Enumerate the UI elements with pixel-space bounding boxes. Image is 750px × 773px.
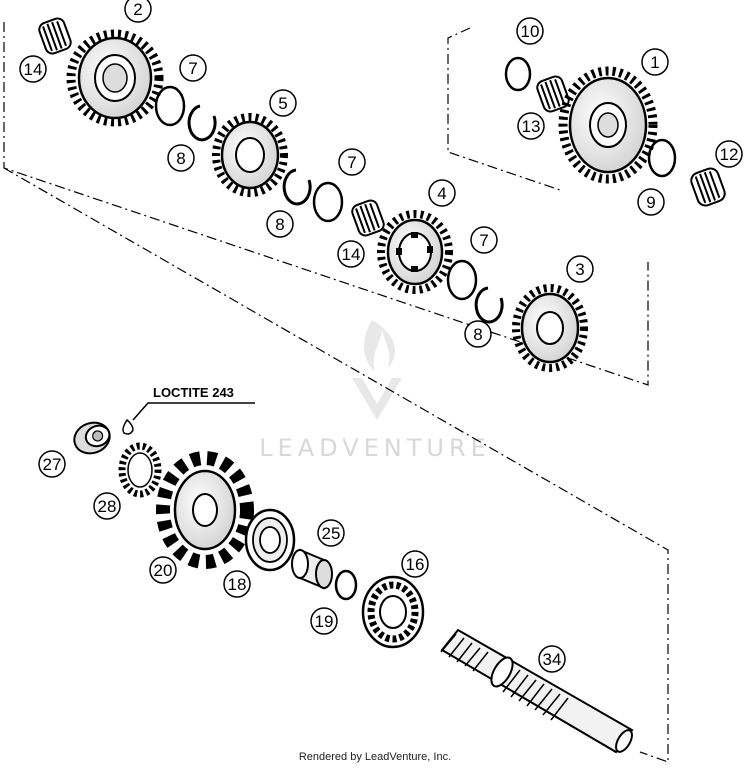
callout-25: 25 [317, 519, 345, 547]
callout-18: 18 [223, 570, 251, 598]
callout-label: 18 [228, 575, 247, 594]
shim-10 [504, 56, 532, 92]
loctite-note: LOCTITE 243 [122, 385, 255, 435]
lock-washer-28 [118, 442, 162, 498]
callout-2: 2 [124, 0, 152, 23]
callout-14-mid: 14 [337, 240, 365, 268]
callout-13: 13 [517, 112, 545, 140]
watermark: LEADVENTURE [259, 320, 491, 462]
needle-bearing-14-mid [351, 199, 385, 237]
render-credit: Rendered by LeadVenture, Inc. [298, 751, 452, 763]
gear-4 [377, 210, 453, 294]
callout-10: 10 [516, 17, 544, 45]
shim-7-b [312, 181, 344, 223]
callout-8-b: 8 [266, 210, 294, 238]
callout-label: 3 [575, 260, 584, 279]
o-ring-19 [334, 569, 358, 601]
callout-7-b: 7 [338, 148, 366, 176]
circlip-8-c [474, 286, 504, 324]
callout-label: 8 [176, 149, 185, 168]
callout-label: 13 [522, 117, 541, 136]
callout-label: 2 [133, 0, 142, 19]
loctite-drop [122, 418, 134, 435]
callout-8-c: 8 [464, 320, 492, 348]
collar-nut-27 [73, 421, 111, 455]
shim-7-a [154, 85, 186, 127]
needle-bearing-13 [536, 75, 570, 113]
bushing-25 [291, 548, 333, 590]
callout-34: 34 [538, 645, 566, 673]
callout-label: 10 [521, 22, 540, 41]
callout-label: 8 [275, 215, 284, 234]
callout-27: 27 [38, 450, 66, 478]
callout-label: 20 [154, 561, 173, 580]
callout-8-a: 8 [167, 144, 195, 172]
ball-bearing-18 [244, 508, 296, 572]
circlip-8-b [282, 168, 312, 206]
callout-label: 7 [188, 59, 197, 78]
callout-12: 12 [715, 140, 743, 168]
callout-label: 4 [437, 184, 446, 203]
idler-group-outline [447, 27, 561, 191]
shim-9 [647, 138, 677, 178]
gear-3 [512, 284, 588, 372]
callout-3: 3 [566, 255, 594, 283]
gear-1 [558, 66, 658, 184]
callout-5: 5 [269, 89, 297, 117]
callout-label: 25 [322, 524, 341, 543]
callout-9: 9 [637, 188, 665, 216]
callout-1: 1 [641, 48, 669, 76]
countershaft-group-outline [3, 22, 649, 386]
callout-28: 28 [93, 492, 121, 520]
ball-bearing-16 [361, 575, 425, 649]
callout-label: 34 [543, 650, 562, 669]
assembly-boundary-lines [3, 22, 669, 763]
gear-5 [212, 113, 288, 197]
callout-label: 9 [646, 193, 655, 212]
callout-label: 27 [43, 455, 62, 474]
loctite-label: LOCTITE 243 [153, 385, 234, 400]
sprocket-20 [156, 451, 254, 569]
watermark-text: LEADVENTURE [259, 434, 491, 462]
callout-label: 16 [406, 555, 425, 574]
gear-2 [66, 29, 164, 127]
callout-label: 7 [347, 153, 356, 172]
callout-4: 4 [428, 179, 456, 207]
callout-7-c: 7 [470, 226, 498, 254]
callout-label: 7 [479, 231, 488, 250]
callouts: 2 14 7 8 5 7 8 14 4 7 8 3 10 1 13 12 9 2… [19, 0, 743, 673]
callout-16: 16 [401, 550, 429, 578]
shim-7-c [446, 259, 478, 301]
callout-label: 14 [342, 245, 361, 264]
callout-19: 19 [310, 607, 338, 635]
needle-bearing-12 [690, 167, 726, 207]
needle-bearing-14-top [38, 17, 72, 55]
callout-label: 14 [24, 60, 43, 79]
output-shaft-outline [3, 167, 669, 763]
callout-14-top: 14 [19, 55, 47, 83]
callout-label: 8 [473, 325, 482, 344]
callout-label: 5 [278, 94, 287, 113]
callout-label: 28 [98, 497, 117, 516]
callout-label: 19 [315, 612, 334, 631]
output-shaft-34 [440, 628, 634, 754]
callout-20: 20 [149, 556, 177, 584]
loctite-leader [132, 402, 255, 421]
callout-label: 12 [720, 145, 739, 164]
callout-label: 1 [650, 53, 659, 72]
callout-7-a: 7 [179, 54, 207, 82]
circlip-8-a [187, 104, 217, 142]
